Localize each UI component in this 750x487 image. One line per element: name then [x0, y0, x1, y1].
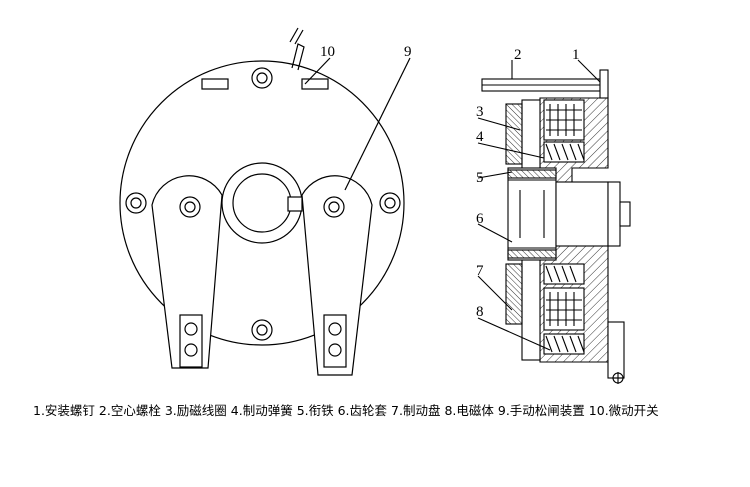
right-bolt	[379, 192, 401, 214]
callout-1: 1	[572, 47, 580, 63]
gear-sleeve	[507, 167, 557, 261]
callout-10: 10	[320, 44, 335, 60]
callout-7: 7	[476, 263, 484, 279]
coil-bottom	[543, 287, 585, 331]
legend-item: 2.空心螺栓	[98, 403, 161, 418]
legend-item: 5.衔铁	[296, 403, 334, 418]
callout-5: 5	[476, 170, 484, 186]
legend-item: 6.齿轮套	[337, 403, 388, 418]
bottom-bolt	[251, 319, 273, 341]
callout-2: 2	[514, 47, 522, 63]
switch-bracket	[607, 321, 625, 379]
legend-item: 10.微动开关	[588, 403, 659, 418]
center-bore	[221, 162, 303, 244]
callout-9: 9	[404, 44, 412, 60]
legend-item: 3.励磁线圈	[164, 403, 227, 418]
housing-disc	[119, 60, 405, 346]
leader-10	[304, 57, 331, 85]
legend-item: 9.手动松闸装置	[497, 403, 585, 418]
leader-9	[344, 57, 411, 191]
brake-disc-top	[505, 103, 523, 165]
top-pad-right	[301, 78, 329, 90]
callout-8: 8	[476, 304, 484, 320]
top-bolt	[251, 67, 273, 89]
legend-item: 7.制动盘	[391, 403, 441, 418]
side-section-view	[477, 59, 631, 384]
spring-bottom	[543, 333, 585, 355]
right-release-lever	[301, 175, 373, 376]
parts-legend: 1.安装螺钉 2.空心螺栓 3.励磁线圈 4.制动弹簧 5.衔铁 6.齿轮套 7…	[33, 402, 723, 420]
left-release-lever	[151, 175, 223, 369]
top-pad-left	[201, 78, 229, 90]
callout-3: 3	[476, 104, 484, 120]
callout-6: 6	[476, 211, 484, 227]
legend-item: 8.电磁体	[444, 403, 494, 418]
cable	[289, 27, 305, 71]
shaft-boss	[555, 181, 609, 247]
brake-disc-bottom	[505, 263, 523, 325]
callout-4: 4	[476, 129, 484, 145]
legend-item: 4.制动弹簧	[230, 403, 293, 418]
front-view	[119, 27, 411, 376]
legend-item: 1.安装螺钉	[33, 403, 95, 418]
spring-top	[543, 141, 585, 163]
left-bolt	[125, 192, 147, 214]
